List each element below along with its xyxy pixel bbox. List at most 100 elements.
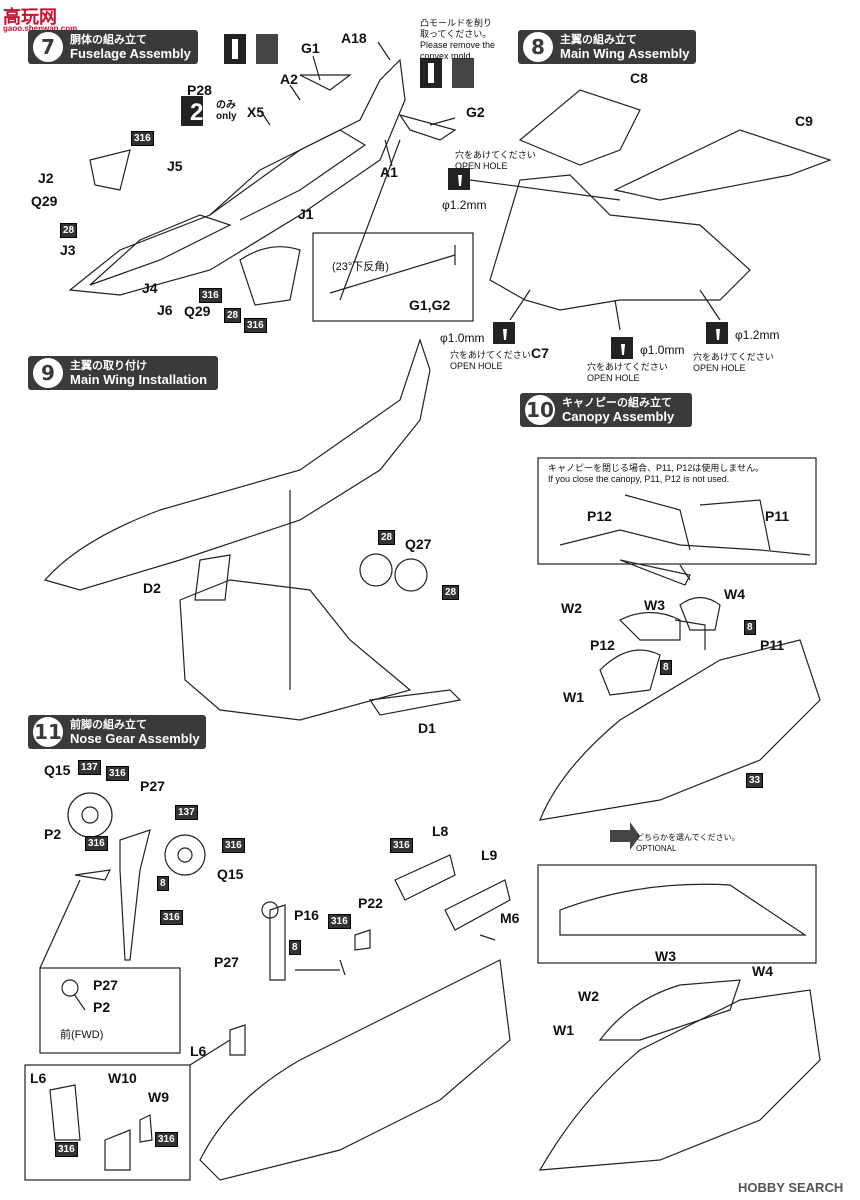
part-label: G1,G2 [409,297,451,313]
paint-code: 316 [160,910,183,925]
part-label: P2 [44,826,62,842]
step-title-jp: 主翼の取り付け [70,360,147,372]
step-number: 8 [521,30,555,64]
paint-code: 316 [328,914,351,929]
part-label: C8 [630,70,648,86]
wing-c7-drawing [489,174,751,311]
aircraft-lower-drawing [199,959,511,1181]
part-label: P22 [358,895,383,911]
paint-code: 8 [744,620,756,635]
part-label: P11 [760,637,785,653]
part-label: P16 [294,907,319,923]
part-label: J5 [167,158,183,174]
only-version-number: 2 [190,99,204,126]
part-label: P27 [214,954,239,970]
hole-diameter: φ1.0mm [440,331,485,345]
optional-note: どちらかを選んでください。OPTIONAL [636,833,740,853]
wing-c9-drawing [613,129,832,201]
canopy-closed-note: キャノピーを閉じる場合、P11, P12は使用しません。If you close… [548,463,765,484]
aircraft-step9-drawing [43,338,431,591]
part-label: P27 [93,977,118,993]
aircraft-closed-canopy-drawing [538,989,821,1171]
step-title-jp: 前脚の組み立て [70,719,147,731]
paint-code: 316 [222,838,245,853]
step-number: 9 [31,356,65,390]
part-label: C9 [795,113,813,129]
part-label: D1 [418,720,436,736]
gear-strut-drawing [119,829,151,961]
paint-code: 8 [157,876,169,891]
step-title-en: Nose Gear Assembly [70,731,200,746]
part-label: P12 [590,637,615,653]
part-label: A1 [380,164,398,180]
part-label: Q27 [405,536,432,552]
part-label: L8 [432,823,449,839]
step-title-jp: 主翼の組み立て [560,34,637,46]
aircraft-step10-drawing [539,639,821,821]
step-title-jp: 胴体の組み立て [70,34,147,46]
hole-diameter: φ1.2mm [442,198,487,212]
part-label: A2 [280,71,298,87]
paint-code: 28 [224,308,242,323]
part-label: L9 [481,847,498,863]
hobby-search-watermark: HOBBY SEARCH [738,1180,844,1195]
wheel-q15-left-drawing [67,792,113,838]
paint-code: 137 [175,805,198,820]
paint-code: 28 [442,585,460,600]
paint-code: 316 [55,1142,78,1157]
step-number: 11 [31,715,65,749]
part-label: L6 [30,1070,47,1086]
part-label: Q15 [44,762,71,778]
paint-code: 137 [78,760,101,775]
step-title-en: Canopy Assembly [562,409,675,424]
step-title-en: Main Wing Installation [70,372,208,387]
part-label: Q29 [31,193,58,209]
part-label: D2 [143,580,161,596]
paint-code: 28 [378,530,396,545]
part-label: P11 [765,508,790,524]
hole-diameter: φ1.0mm [640,343,685,357]
part-label: P12 [587,508,612,524]
part-label: J1 [298,206,314,222]
fwd-note: 前(FWD) [60,1029,104,1041]
part-label: W4 [752,963,773,979]
part-label: W3 [644,597,665,613]
part-label: W9 [148,1089,169,1105]
dihedral-note: (23°下反角) [332,261,389,273]
paint-code: 316 [390,838,413,853]
part-label: G2 [466,104,485,120]
part-label: W2 [578,988,599,1004]
paint-code: 8 [289,940,301,955]
part-label: P28 [187,82,212,98]
step-number: 10 [523,393,557,427]
part-label: L6 [190,1043,207,1059]
site-logo: 高玩网 [3,7,57,27]
part-label: W2 [561,600,582,616]
part-label: P2 [93,999,111,1015]
part-label: C7 [531,345,549,361]
hole-diameter: φ1.2mm [735,328,780,342]
paint-code: 28 [60,223,78,238]
part-label: A18 [341,30,367,46]
part-label: J3 [60,242,76,258]
part-label: J6 [157,302,173,318]
step-number: 7 [31,30,65,64]
part-label: Q15 [217,866,244,882]
part-label: W1 [553,1022,574,1038]
part-label: W1 [563,689,584,705]
paint-code: 33 [746,773,764,788]
part-label: X5 [247,104,265,120]
site-url: gaoo.shenwan.com [3,24,78,33]
paint-code: 8 [660,660,672,675]
